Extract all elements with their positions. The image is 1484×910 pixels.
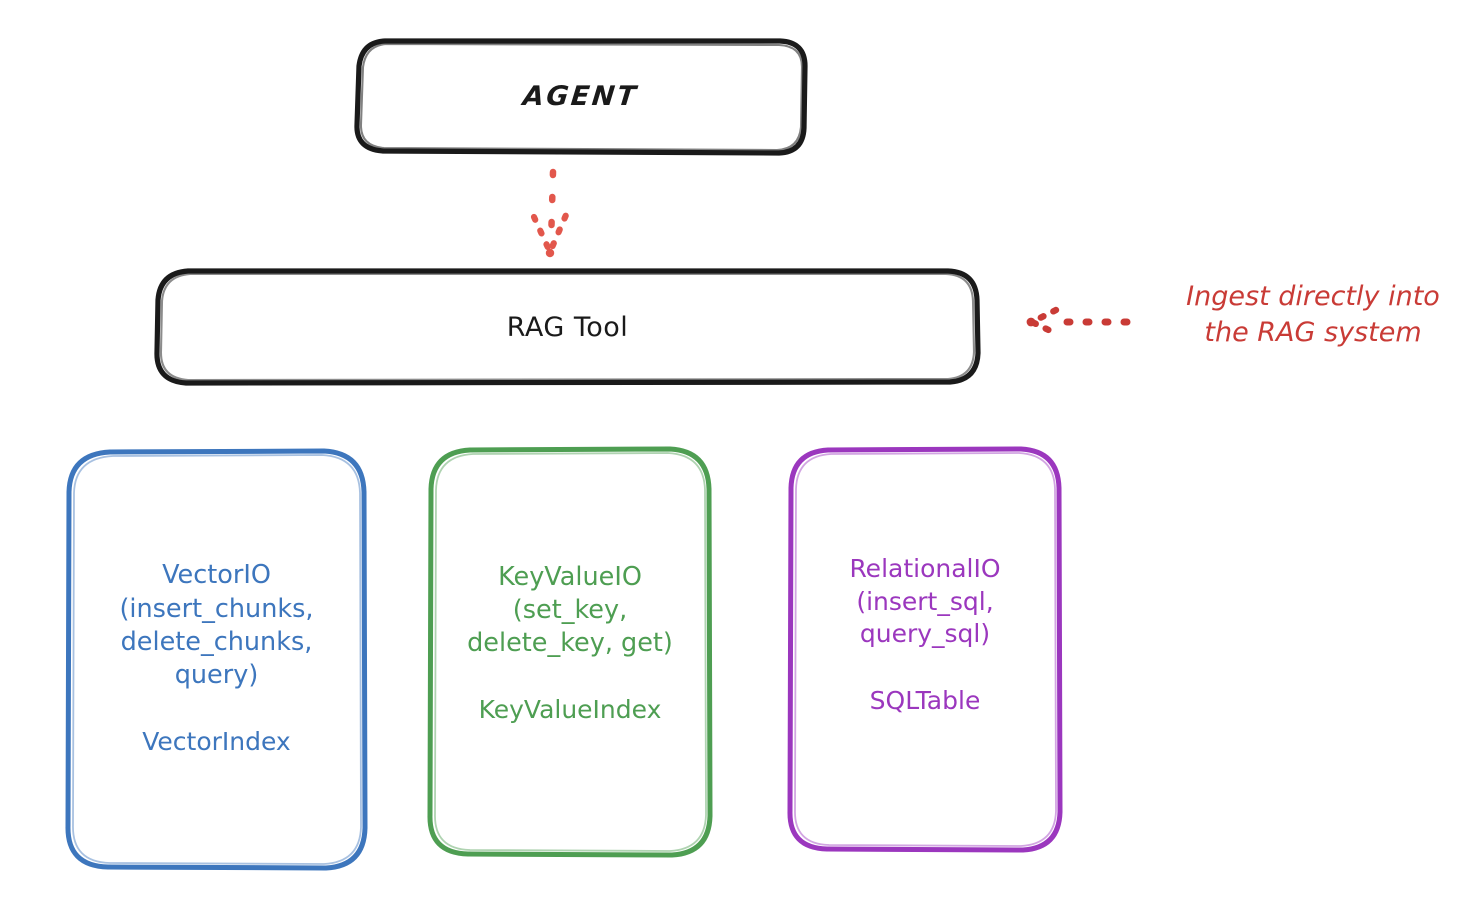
relational-io-node-content: RelationalIO (insert_sql, query_sql) SQL… <box>849 553 1000 717</box>
relational-io-title: RelationalIO (insert_sql, query_sql) <box>849 554 1001 648</box>
vector-io-index-label: VectorIndex <box>142 727 291 757</box>
rag-tool-box-outline-2 <box>159 272 976 382</box>
vector-io-box-outline-2 <box>72 454 362 865</box>
key-value-io-box-outline <box>427 446 713 858</box>
key-value-io-node[interactable]: KeyValueIO (set_key, delete_key, get) Ke… <box>430 448 710 855</box>
agent-box-outline <box>354 38 808 156</box>
vector-io-node[interactable]: VectorIO (insert_chunks, delete_chunks, … <box>68 450 365 868</box>
key-value-io-title: KeyValueIO (set_key, delete_key, get) <box>467 561 673 658</box>
relational-io-box-outline-2 <box>794 452 1057 847</box>
relational-io-node[interactable]: RelationalIO (insert_sql, query_sql) SQL… <box>790 448 1060 850</box>
key-value-io-box-outline-2 <box>434 452 707 852</box>
rag-tool-node[interactable]: RAG Tool <box>157 270 978 384</box>
rag-tool-node-label: RAG Tool <box>506 311 629 343</box>
vector-io-title: VectorIO (insert_chunks, delete_chunks, … <box>119 560 314 690</box>
relational-io-box-outline <box>787 446 1063 853</box>
key-value-io-index-label: KeyValueIndex <box>478 694 662 724</box>
key-value-io-node-content: KeyValueIO (set_key, delete_key, get) Ke… <box>467 561 673 727</box>
agent-box-outline-2 <box>359 42 804 152</box>
ingest-annotation-text: Ingest directly into the RAG system <box>1186 281 1440 348</box>
agent-node[interactable]: AGENT <box>357 40 805 153</box>
vector-io-node-content: VectorIO (insert_chunks, delete_chunks, … <box>119 559 313 758</box>
rag-tool-box-outline <box>154 268 981 386</box>
agent-to-rag-tool-connector <box>530 168 570 258</box>
relational-io-index-label: SQLTable <box>869 685 981 715</box>
agent-node-label: AGENT <box>521 81 641 112</box>
ingest-connector <box>1026 306 1131 338</box>
vector-io-box-outline <box>65 448 368 871</box>
